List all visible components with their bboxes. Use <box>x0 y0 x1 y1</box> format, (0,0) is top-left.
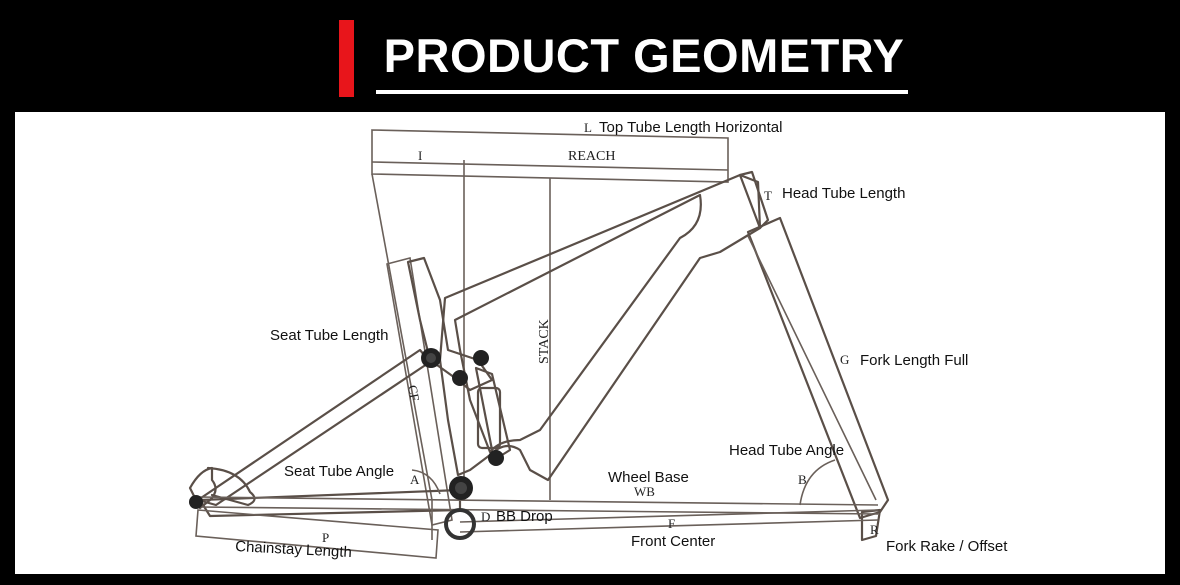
front-center-line <box>459 509 879 533</box>
wheel-base-label: Wheel Base <box>608 469 689 486</box>
letter-seat-tube: CF <box>405 384 423 402</box>
head-tube-length-label: Head Tube Length <box>782 185 905 202</box>
accent-bar <box>339 20 354 97</box>
letter-wheel-base: WB <box>634 484 655 499</box>
reach-label: REACH <box>568 149 615 164</box>
letter-head-angle: B <box>798 472 807 487</box>
letter-bb-drop: D <box>481 509 490 524</box>
fork-rake-label: Fork Rake / Offset <box>886 538 1008 555</box>
letter-chainstay: P <box>322 530 329 545</box>
letter-fork-length: G <box>840 352 849 367</box>
seat-tube-length-label: Seat Tube Length <box>270 327 388 344</box>
fork <box>746 216 890 542</box>
front-triangle <box>438 170 770 482</box>
letter-head-tube: T <box>764 188 772 203</box>
letter-front-center: F <box>668 516 675 531</box>
head-tube-angle-label: Head Tube Angle <box>729 442 844 459</box>
chainstay-length-label: Chainstay Length <box>235 538 352 561</box>
letter-seat-angle: A <box>410 472 420 487</box>
rocker-linkage <box>406 256 512 462</box>
seat-tube-line <box>371 173 433 501</box>
top-tube-length-bracket <box>371 129 729 183</box>
front-center-label: Front Center <box>631 533 715 550</box>
seat-tube-angle-label: Seat Tube Angle <box>284 463 394 480</box>
head-tube-angle-arc <box>799 459 836 506</box>
seat-tube-angle-arc <box>411 469 441 495</box>
pivot-bolts <box>189 348 504 540</box>
stack-label: STACK <box>537 319 552 364</box>
letter-top-tube: L <box>584 120 592 135</box>
top-tube-length-label: Top Tube Length Horizontal <box>599 119 782 136</box>
letter-fork-rake: R <box>870 522 879 537</box>
reach-bracket <box>463 160 551 500</box>
letter-i: I <box>418 148 422 163</box>
chainstay-length-bracket <box>195 509 439 559</box>
header-banner: PRODUCT GEOMETRY <box>0 0 1180 112</box>
bb-drop-label: BB Drop <box>496 508 553 525</box>
fork-length-label: Fork Length Full <box>860 352 968 369</box>
title-underline <box>376 90 908 94</box>
seat-tube-length-bracket <box>386 257 453 526</box>
page-title: PRODUCT GEOMETRY <box>383 29 905 82</box>
